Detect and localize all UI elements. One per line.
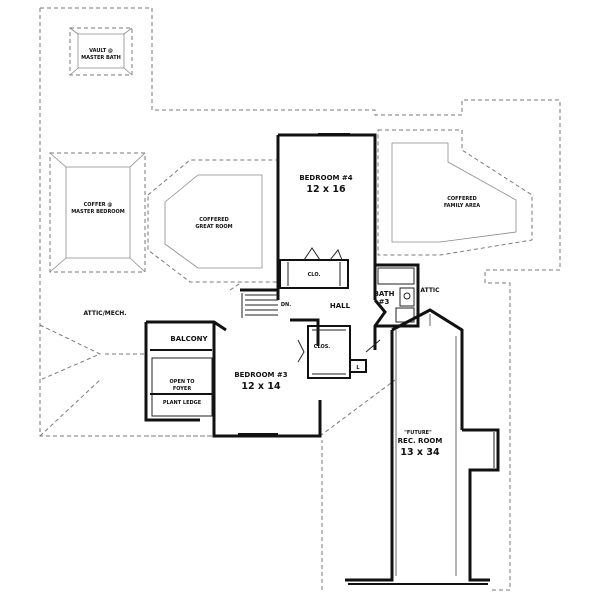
bath-3-label-2: #3 <box>379 298 390 306</box>
coffer-master-bedroom-label-1: COFFER @ <box>84 202 113 208</box>
vault-master-bath-outline <box>69 27 133 76</box>
closet-4-label: CLO. <box>308 272 321 278</box>
stair-down-label: DN. <box>281 302 291 308</box>
coffered-great-room-label-2: GREAT ROOM <box>195 224 232 230</box>
attic-mech-label: ATTIC/MECH. <box>83 310 126 317</box>
roof-outline <box>39 7 561 591</box>
rec-room-walls <box>345 308 500 585</box>
coffered-family-area-outline <box>377 129 533 256</box>
room-labels: VAULT @ MASTER BATH COFFER @ MASTER BEDR… <box>71 48 480 458</box>
coffered-great-room-outline <box>147 159 279 283</box>
bedroom-4-size: 12 x 16 <box>306 184 346 195</box>
bedroom-3-walls <box>144 318 322 438</box>
bedroom-4-name: BEDROOM #4 <box>299 174 352 182</box>
open-to-foyer-label-2: FOYER <box>173 386 192 392</box>
bedroom-3-name: BEDROOM #3 <box>234 371 287 379</box>
stair-and-hall <box>240 288 387 350</box>
closet-3-walls <box>297 325 351 379</box>
linen-label: L <box>356 365 360 371</box>
closet-4-walls <box>279 247 349 289</box>
linen-walls <box>349 339 381 373</box>
bedroom-4-walls <box>276 133 377 300</box>
rec-room-tag: "FUTURE" <box>404 430 432 436</box>
vault-master-bath-label-2: MASTER BATH <box>81 55 121 61</box>
bedroom-3-size: 12 x 14 <box>241 381 281 392</box>
plant-ledge-label: PLANT LEDGE <box>163 400 202 406</box>
coffer-master-bedroom-label-2: MASTER BEDROOM <box>71 209 125 215</box>
vault-master-bath-label-1: VAULT @ <box>89 48 113 54</box>
attic-label: ATTIC <box>420 287 440 294</box>
rec-room-size: 13 x 34 <box>400 447 440 458</box>
coffer-master-bedroom-outline <box>49 152 146 273</box>
coffered-family-area-label-2: FAMILY AREA <box>444 203 480 209</box>
open-to-foyer-label-1: OPEN TO <box>170 379 195 385</box>
hall-label: HALL <box>330 302 351 310</box>
coffered-family-area-label-1: COFFERED <box>447 196 477 202</box>
coffered-great-room-label-1: COFFERED <box>199 217 229 223</box>
bath-3-label-1: BATH <box>374 290 395 298</box>
closet-3-label: CLOS. <box>314 344 331 350</box>
balcony-label: BALCONY <box>170 335 208 343</box>
rec-room-name: REC. ROOM <box>398 437 443 445</box>
